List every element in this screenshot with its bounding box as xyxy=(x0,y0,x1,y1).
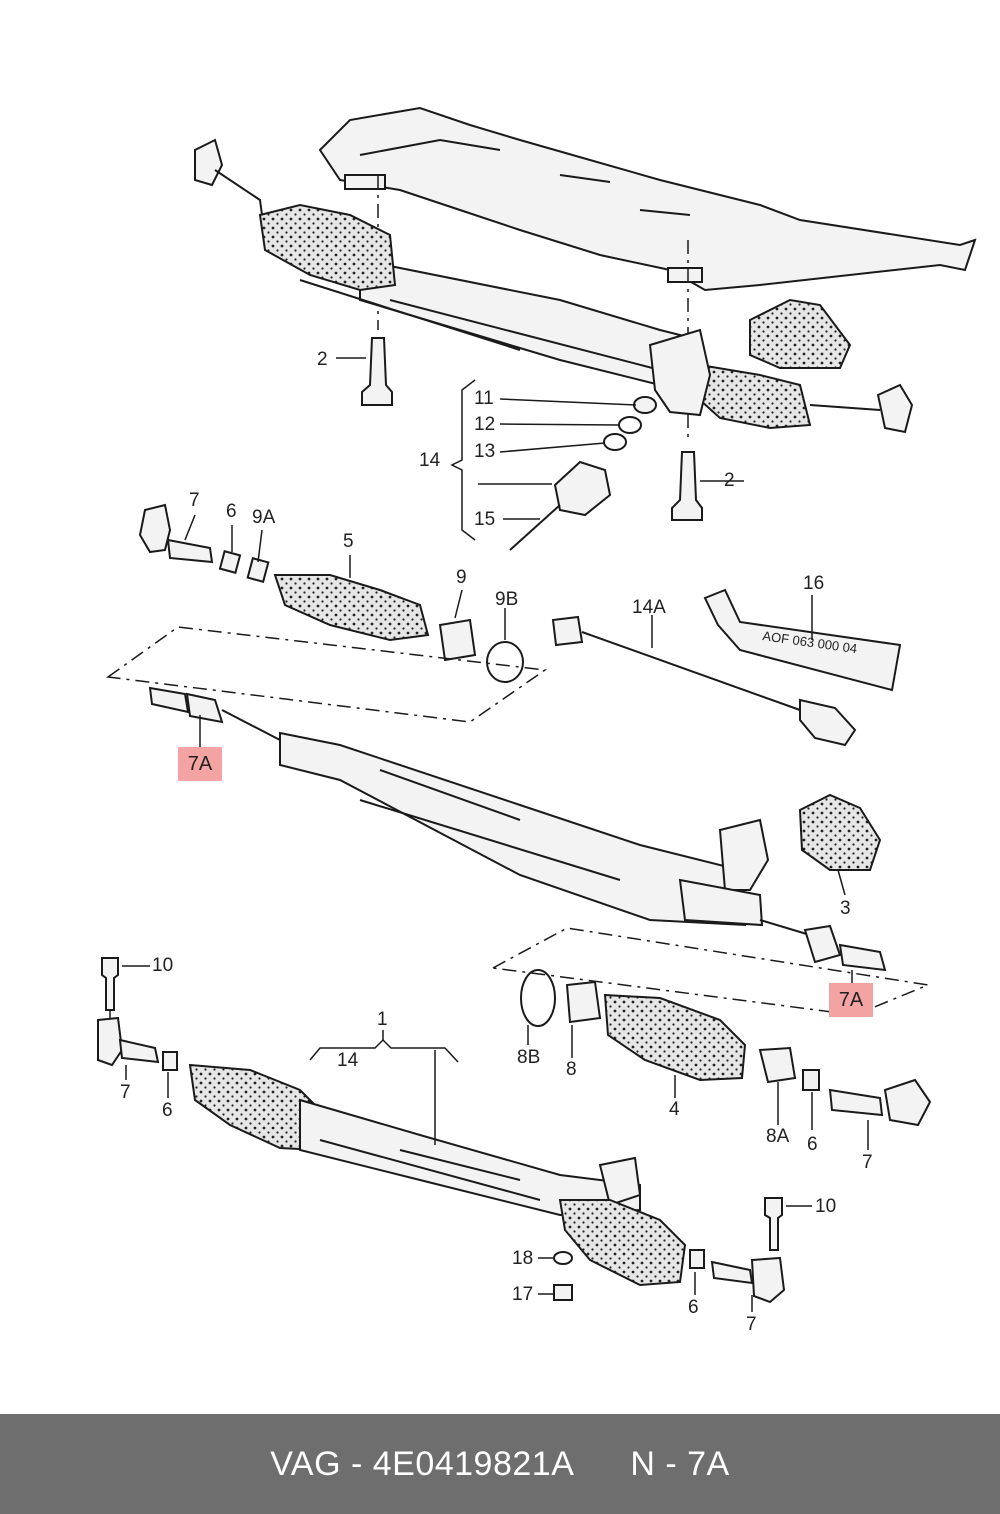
callout-9: 9 xyxy=(456,567,467,588)
heat-shield xyxy=(318,106,977,292)
boot-4 xyxy=(603,993,747,1082)
callout-12: 12 xyxy=(474,414,496,435)
callout-8A: 8A xyxy=(766,1126,790,1147)
highlight-7A-left: 7A xyxy=(178,747,222,781)
callout-7-bottom-right: 7 xyxy=(862,1152,873,1173)
steering-rack-exploded-diagram: AOF 063 000 04 xyxy=(97,106,977,1312)
callout-6-bottom-right: 6 xyxy=(807,1134,818,1155)
bolt-2-left xyxy=(361,337,393,406)
callout-18: 18 xyxy=(512,1248,534,1269)
callout-14-bottom: 14 xyxy=(337,1050,359,1071)
left-boot-top xyxy=(258,203,397,292)
footer-position: N - 7A xyxy=(630,1444,730,1483)
callout-14A: 14A xyxy=(632,597,666,618)
callout-3: 3 xyxy=(840,898,851,919)
highlight-7A-right: 7A xyxy=(829,983,873,1017)
callout-13: 13 xyxy=(474,441,496,462)
callout-9B: 9B xyxy=(495,589,519,610)
callout-15: 15 xyxy=(474,509,496,530)
boot-5 xyxy=(273,574,430,642)
rack-housing-bottom xyxy=(299,1098,641,1217)
boot-bottom-right xyxy=(558,1199,687,1287)
callout-11: 11 xyxy=(474,388,494,409)
callout-4: 4 xyxy=(669,1099,680,1120)
group-box-left xyxy=(105,626,548,723)
callout-5: 5 xyxy=(343,531,354,552)
callout-17: 17 xyxy=(512,1284,534,1305)
rack-housing-mid xyxy=(279,731,747,927)
callout-14-top: 14 xyxy=(419,450,441,471)
left-tie-rod-end-top xyxy=(194,138,224,187)
tie-rod-end-7-mid xyxy=(138,503,172,554)
callout-1: 1 xyxy=(377,1009,388,1030)
callout-9A: 9A xyxy=(252,507,276,528)
callout-8: 8 xyxy=(566,1059,577,1080)
top-assembly xyxy=(194,106,977,551)
callout-10-right: 10 xyxy=(815,1196,837,1217)
grease-tube-16 xyxy=(703,588,902,692)
callout-2-right: 2 xyxy=(724,470,735,491)
footer-bar: VAG - 4E0419821A N - 7A xyxy=(0,1414,1000,1514)
callout-6-lower: 6 xyxy=(688,1297,699,1318)
callout-7-lower: 7 xyxy=(746,1314,757,1335)
callout-6-mid: 6 xyxy=(226,501,237,522)
bolt-2-right xyxy=(671,451,703,521)
middle-assembly: AOF 063 000 04 xyxy=(105,503,931,1016)
callout-10-left: 10 xyxy=(152,955,174,976)
callout-16: 16 xyxy=(803,573,825,594)
callout-7-bottom-left: 7 xyxy=(120,1082,131,1103)
pressure-sensor xyxy=(553,460,612,517)
right-boot-top xyxy=(699,363,812,430)
tie-rod-end-7-bottom-left xyxy=(97,1016,124,1067)
bottom-assembly xyxy=(97,957,932,1312)
callout-8B: 8B xyxy=(517,1047,541,1068)
footer-part-number: VAG - 4E0419821A xyxy=(270,1444,575,1483)
cap-3 xyxy=(798,793,882,871)
group-box-right xyxy=(490,927,931,1016)
callout-2-left: 2 xyxy=(317,349,328,370)
callout-7-mid: 7 xyxy=(189,490,200,511)
callout-6-bottom-left: 6 xyxy=(162,1100,173,1121)
